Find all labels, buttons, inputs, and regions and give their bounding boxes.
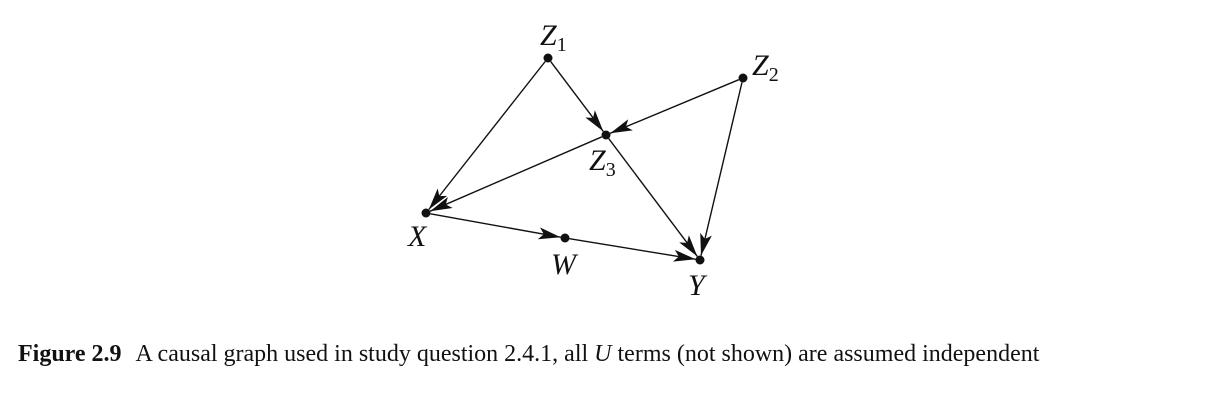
node-label-w: W (551, 248, 579, 281)
node-label-x: X (407, 220, 428, 253)
figure-label: Figure 2.9 (18, 341, 122, 367)
node-x (421, 208, 431, 218)
edge-z2-to-y (700, 82, 743, 256)
caption-math-u: U (594, 341, 612, 367)
node-label-z1: Z1 (540, 19, 567, 56)
node-label-z3: Z3 (589, 144, 616, 181)
caption-text-after: terms (not shown) are assumed independen… (611, 341, 1040, 367)
node-w (560, 233, 570, 243)
nodes-layer (421, 53, 748, 265)
edge-w-to-y (569, 238, 696, 262)
labels-layer: Z1 Z2 Z3 X W Y (407, 19, 779, 302)
causal-graph: Z1 Z2 Z3 X W Y (407, 19, 779, 302)
edge-z2-to-z3 (609, 79, 740, 134)
edge-z1-to-x (428, 61, 546, 210)
caption-text-before: A causal graph used in study question 2.… (135, 341, 595, 367)
node-z1 (543, 53, 553, 63)
figure-caption: Figure 2.9 A causal graph used in study q… (18, 338, 1178, 370)
node-label-y: Y (688, 269, 708, 302)
edge-x-to-w (430, 213, 561, 240)
node-label-z2: Z2 (752, 49, 779, 86)
edge-z3-to-y (608, 138, 698, 257)
node-y (695, 255, 705, 265)
node-z2 (738, 73, 748, 83)
edge-z1-to-z3 (550, 61, 604, 132)
node-z3 (601, 130, 611, 140)
edge-z3-to-x (429, 136, 603, 212)
edges-layer (428, 61, 743, 262)
